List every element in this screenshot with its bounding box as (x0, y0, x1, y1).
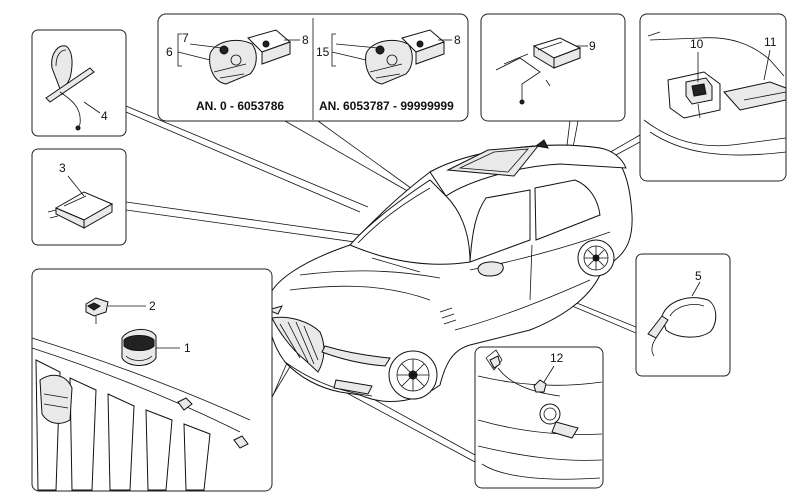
panel-5: 5 (635, 253, 731, 377)
callout-8-right: 8 (454, 33, 461, 47)
callout-12: 12 (550, 351, 564, 365)
panel-3: 3 (31, 148, 127, 246)
panel-10-11: 10 11 (639, 13, 787, 182)
caption-right: AN. 6053787 - 99999999 (319, 99, 454, 113)
callout-1: 1 (184, 341, 191, 355)
callout-10: 10 (690, 37, 704, 51)
callout-3: 3 (59, 161, 66, 175)
panel-4: 4 (31, 29, 127, 137)
panel-12: 12 (474, 346, 604, 489)
panel-6-7-8-15: 6 7 8 AN. 0 - 6053786 15 8 AN. 6053787 -… (157, 13, 469, 122)
callout-6: 6 (166, 45, 173, 59)
callout-2: 2 (149, 299, 156, 313)
callout-15: 15 (316, 45, 330, 59)
car-illustration (266, 139, 633, 402)
callout-7: 7 (182, 31, 189, 45)
panel-9: 9 (480, 13, 626, 122)
callout-11: 11 (764, 35, 777, 49)
callout-8-left: 8 (302, 33, 309, 47)
callout-5: 5 (695, 269, 702, 283)
callout-9: 9 (589, 39, 596, 53)
callout-4: 4 (101, 109, 108, 123)
panel-1-2: 2 1 (31, 268, 273, 492)
caption-left: AN. 0 - 6053786 (196, 99, 284, 113)
